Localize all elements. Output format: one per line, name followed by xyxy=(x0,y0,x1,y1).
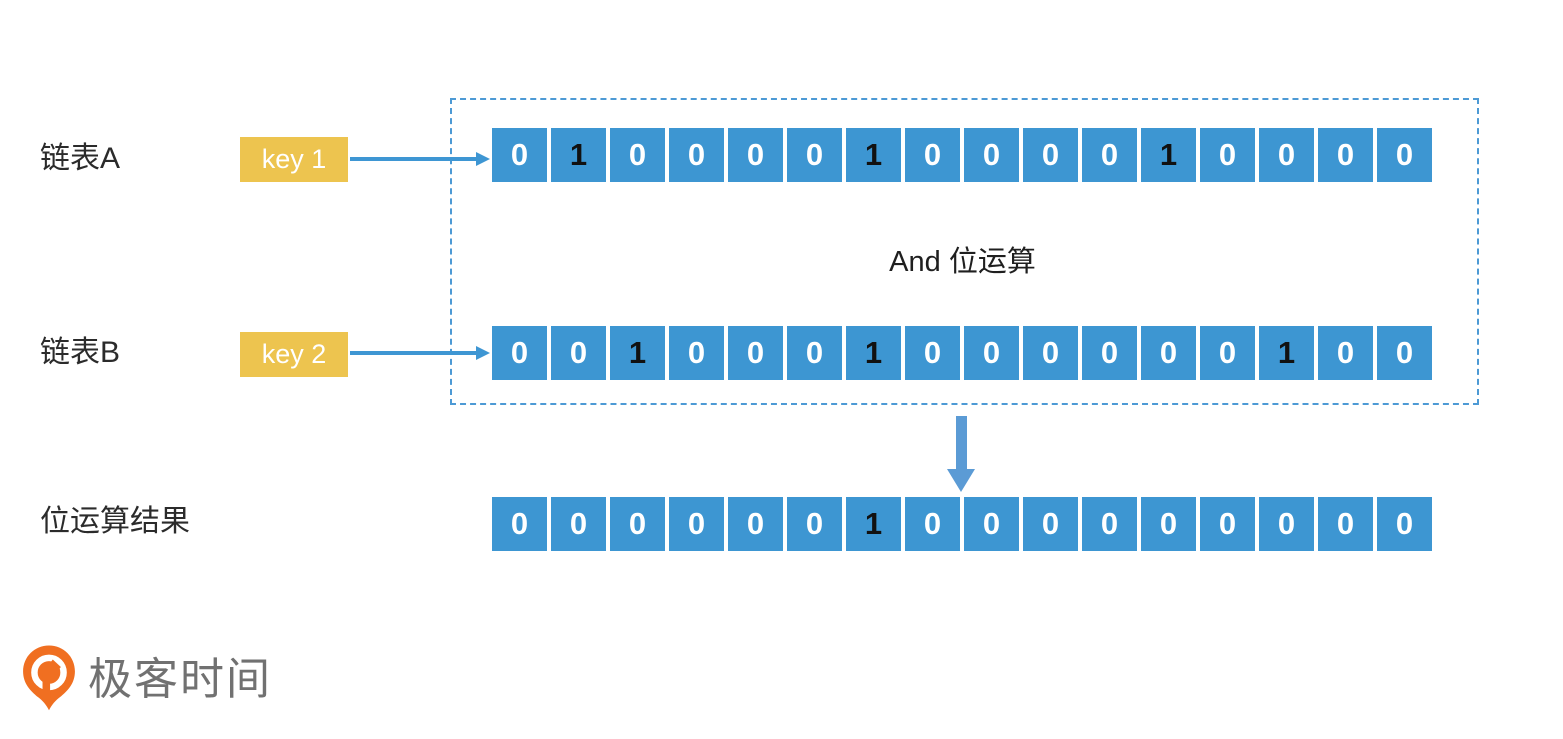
bit-cell: 1 xyxy=(846,497,901,551)
bit-cell: 0 xyxy=(964,128,1019,182)
key1-label: key 1 xyxy=(261,144,327,174)
result-label: 位运算结果 xyxy=(40,505,190,538)
bit-cell: 0 xyxy=(1023,326,1078,380)
bit-cell: 0 xyxy=(669,326,724,380)
bit-cell: 0 xyxy=(905,497,960,551)
key1-box: key 1 xyxy=(240,137,348,182)
bit-cell: 0 xyxy=(669,497,724,551)
bit-cell: 0 xyxy=(492,326,547,380)
bit-cell: 0 xyxy=(1141,326,1196,380)
bit-cell: 0 xyxy=(1318,497,1373,551)
bit-cell: 0 xyxy=(1377,497,1432,551)
bit-cell: 0 xyxy=(1200,326,1255,380)
bit-cell: 1 xyxy=(846,326,901,380)
bit-cell: 1 xyxy=(846,128,901,182)
bit-cell: 0 xyxy=(1082,128,1137,182)
bit-cell: 0 xyxy=(1023,128,1078,182)
bit-cell: 0 xyxy=(1200,128,1255,182)
bit-cell: 0 xyxy=(551,326,606,380)
bit-cell: 0 xyxy=(728,326,783,380)
bit-cell: 0 xyxy=(905,128,960,182)
bit-cell: 0 xyxy=(1377,326,1432,380)
geektime-logo: 极客时间 xyxy=(22,644,272,716)
bit-cell: 0 xyxy=(787,128,842,182)
right-arrow-head xyxy=(476,152,490,166)
bit-cell: 0 xyxy=(1082,326,1137,380)
geektime-logo-icon xyxy=(23,645,75,711)
bit-cell: 0 xyxy=(1318,128,1373,182)
right-arrow-shaft xyxy=(350,157,476,161)
geektime-logo-text: 极客时间 xyxy=(88,655,272,704)
bit-cell: 0 xyxy=(1318,326,1373,380)
bit-cell: 0 xyxy=(728,497,783,551)
bit-cell: 0 xyxy=(492,128,547,182)
bit-cell: 0 xyxy=(1259,128,1314,182)
bit-cell: 0 xyxy=(905,326,960,380)
row-a-label: 链表A xyxy=(40,142,121,175)
bit-cell: 0 xyxy=(1082,497,1137,551)
bit-cell: 0 xyxy=(964,326,1019,380)
right-arrow-icon xyxy=(350,152,490,166)
bit-cell: 0 xyxy=(1200,497,1255,551)
right-arrow-icon xyxy=(350,346,490,360)
bit-cell: 0 xyxy=(610,497,665,551)
key2-label: key 2 xyxy=(261,339,327,369)
bit-cell: 1 xyxy=(551,128,606,182)
bit-cell: 0 xyxy=(728,128,783,182)
bit-cell: 0 xyxy=(551,497,606,551)
down-arrow-icon xyxy=(947,416,975,492)
row-b-label: 链表B xyxy=(40,336,121,369)
operation-label: And 位运算 xyxy=(889,246,1036,278)
bit-cell: 0 xyxy=(1023,497,1078,551)
bit-cell: 0 xyxy=(610,128,665,182)
down-arrow-head xyxy=(947,469,975,492)
bit-cell: 1 xyxy=(1259,326,1314,380)
bit-cell: 0 xyxy=(787,326,842,380)
key2-box: key 2 xyxy=(240,332,348,377)
down-arrow-shaft xyxy=(956,416,967,469)
bit-cell: 0 xyxy=(787,497,842,551)
bit-cell: 0 xyxy=(1141,497,1196,551)
bit-cell: 1 xyxy=(1141,128,1196,182)
bit-cell: 0 xyxy=(1259,497,1314,551)
bit-cell: 0 xyxy=(1377,128,1432,182)
bit-cell: 0 xyxy=(492,497,547,551)
bit-cell: 0 xyxy=(669,128,724,182)
and-operation-group-box xyxy=(450,98,1479,405)
bit-cell: 1 xyxy=(610,326,665,380)
right-arrow-head xyxy=(476,346,490,360)
right-arrow-shaft xyxy=(350,351,476,355)
bit-cell: 0 xyxy=(964,497,1019,551)
